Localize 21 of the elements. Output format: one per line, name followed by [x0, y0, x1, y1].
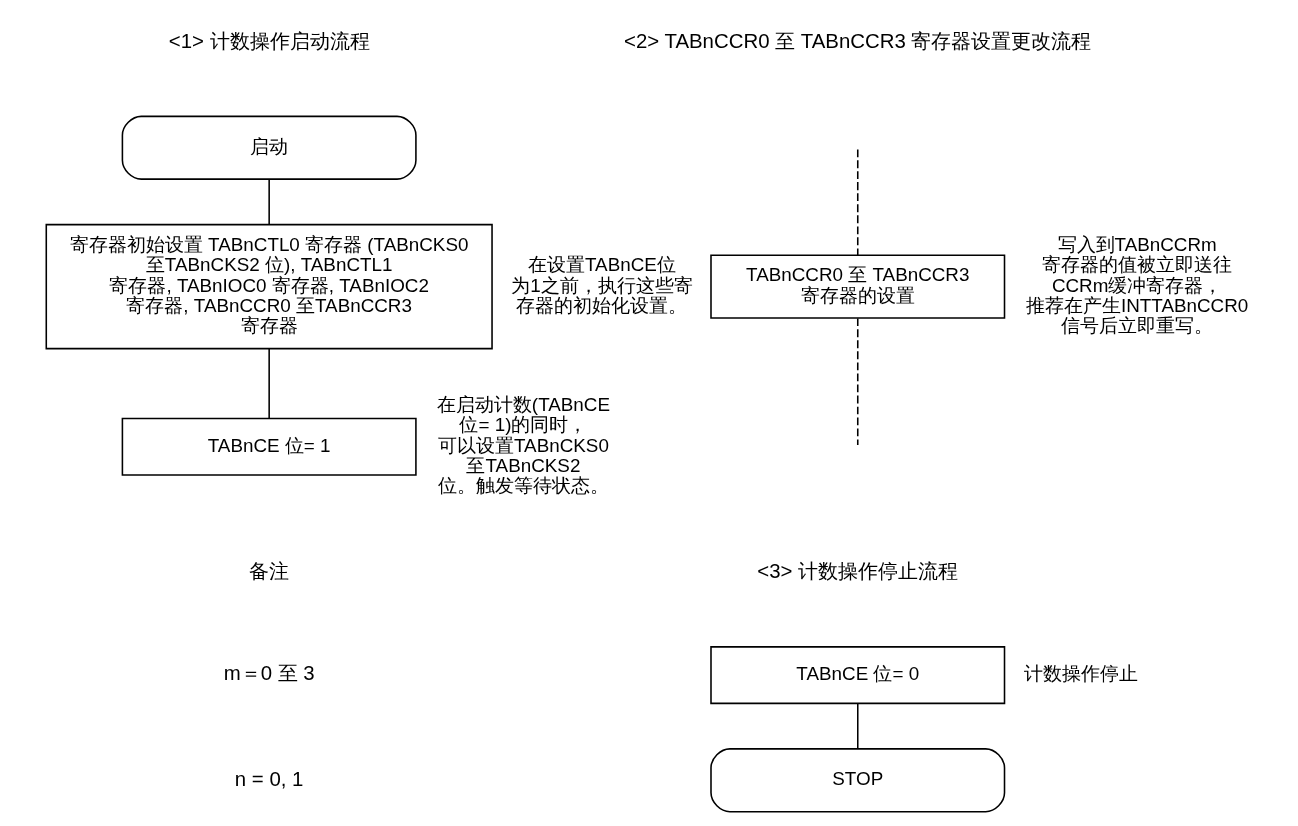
node-box: TABnCE 位= 1: [121, 417, 417, 476]
node-box: TABnCE 位= 0: [710, 646, 1006, 705]
connector: [268, 178, 270, 226]
node-box: STOP: [710, 748, 1006, 813]
node-box: 启动: [121, 115, 417, 180]
label: <2> TABnCCR0 至 TABnCCR3 寄存器设置更改流程: [624, 29, 1092, 52]
connector: [268, 348, 270, 420]
node-box: TABnCCR0 至 TABnCCR3 寄存器的设置: [710, 254, 1006, 319]
node-label: 在设置TABnCE位为1之前，执行这些寄存器的初始化设置。: [511, 254, 693, 316]
label: n = 0, 1: [234, 767, 304, 790]
node-box: 寄存器初始设置 TABnCTL0 寄存器 (TABnCKS0 至TABnCKS2 位), TABnCTL1 寄存器, TABnIOC0 寄存器, TABnIOC2 寄存器, TABnCCR0 至TABnCCR3 寄存器: [45, 223, 493, 350]
connector: [856, 702, 859, 750]
label: <1> 计数操作启动流程: [168, 29, 370, 52]
connector: [856, 148, 859, 256]
label: 备注: [249, 560, 290, 583]
connector: [856, 317, 859, 446]
label: m＝0 至 3: [223, 662, 315, 685]
label: <3> 计数操作停止流程: [757, 560, 959, 583]
node-label: 在启动计数(TABnCE 位= 1)的同时，可以设置TABnCKS0 至TABnCKS2 位。触发等待状态。: [436, 393, 610, 497]
node-label: 写入到TABnCCRm寄存器的值被立即送往CCRm缓冲寄存器，推荐在产生INTTABnCCR0信号后立即重写。: [1025, 233, 1249, 337]
node-label: 计数操作停止: [1023, 662, 1138, 684]
